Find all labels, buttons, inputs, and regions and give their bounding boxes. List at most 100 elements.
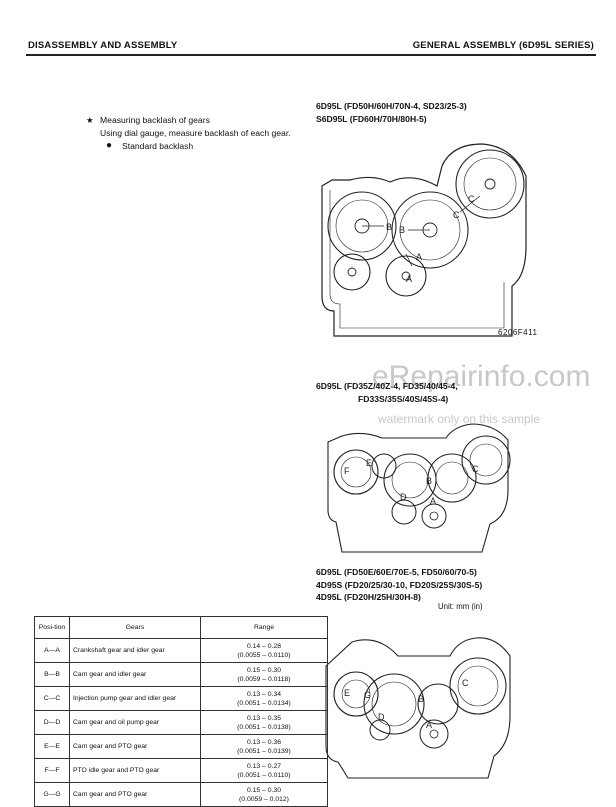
range-mm: 0.13 – 0.35 [246, 714, 281, 722]
cell-gears: Injection pump gear and idler gear [69, 686, 201, 711]
label-a: A [426, 720, 432, 730]
gear-labels-fig2: F E B C D A [344, 458, 479, 506]
label-c: C [462, 678, 469, 688]
cell-range: 0.13 – 0.35(0.0051 – 0.0138) [200, 710, 328, 735]
range-mm: 0.15 – 0.30 [246, 666, 281, 674]
cell-range: 0.15 – 0.30(0.0059 – 0.012) [200, 782, 328, 807]
label-d: D [378, 712, 385, 722]
star-mark: ★ [86, 115, 94, 125]
label-a: A [430, 496, 436, 506]
label-a-top: A [416, 252, 422, 262]
range-in: (0.0051 – 0.0139) [237, 747, 291, 755]
cell-range: 0.14 – 0.28(0.0055 – 0.0110) [200, 638, 328, 663]
note-title: Measuring backlash of gears [100, 115, 210, 125]
range-mm: 0.15 – 0.30 [246, 786, 281, 794]
label-d: D [400, 492, 407, 502]
label-b-left: B [386, 222, 392, 232]
model-caption-1: 6D95L (FD50H/60H/70N-4, SD23/25-3) S6D95… [316, 100, 467, 125]
cell-gears: Cam gear and PTO gear [69, 782, 201, 807]
gears-fig2 [333, 435, 511, 529]
header-gears: Gears [69, 616, 201, 639]
label-c: C [472, 464, 479, 474]
model-caption-3: 6D95L (FD50E/60E/70E-5, FD50/60/70-5) 4D… [316, 566, 482, 604]
cell-position: E—E [34, 734, 70, 759]
range-mm: 0.13 – 0.36 [246, 738, 281, 746]
gears-fig1 [327, 149, 525, 297]
header-rule [26, 54, 596, 56]
gear-train-diagram-1: B B C C A A [321, 143, 527, 337]
label-b-right: B [399, 225, 405, 235]
note-instruction: Using dial gauge, measure backlash of ea… [100, 128, 291, 138]
label-c-right: C [468, 194, 475, 204]
gear-train-diagram-3: G E B C D A [325, 637, 511, 779]
backlash-note: ★ Measuring backlash of gears Using dial… [86, 114, 291, 153]
model-caption-3-line1: 6D95L (FD50E/60E/70E-5, FD50/60/70-5) [316, 567, 477, 577]
header-left-title: DISASSEMBLY AND ASSEMBLY [28, 40, 178, 51]
label-c-left: C [453, 210, 460, 220]
cell-position: B—B [34, 662, 70, 687]
range-in: (0.0059 – 0.0118) [237, 675, 291, 683]
model-caption-3-line2: 4D95S (FD20/25/30-10, FD20S/25S/30S-5) [316, 579, 483, 590]
cell-range: 0.15 – 0.30(0.0059 – 0.0118) [200, 662, 328, 687]
cell-position: F—F [34, 758, 70, 783]
model-caption-2-line1: 6D95L (FD35Z/40Z-4, FD35/40/45-4, [316, 381, 458, 391]
cell-gears: Cam gear and idler gear [69, 662, 201, 687]
bullet-mark: ● [106, 140, 113, 151]
cell-position: C—C [34, 686, 70, 711]
cell-gears: PTO idle gear and PTO gear [69, 758, 201, 783]
range-mm: 0.13 – 0.27 [246, 762, 281, 770]
model-caption-2: 6D95L (FD35Z/40Z-4, FD35/40/45-4, FD33S/… [316, 380, 458, 405]
gear-labels-fig1: B B C C A A [386, 194, 475, 284]
cell-gears: Cam gear and PTO gear [69, 734, 201, 759]
unit-label: Unit: mm (in) [438, 602, 483, 611]
range-in: (0.0051 – 0.0110) [237, 771, 291, 779]
range-mm: 0.13 – 0.34 [246, 690, 281, 698]
label-f: F [344, 466, 350, 476]
model-caption-3-line3: 4D95L (FD20H/25H/30H-8) [316, 592, 421, 602]
model-caption-1-line1: 6D95L (FD50H/60H/70N-4, SD23/25-3) [316, 101, 467, 111]
label-b: B [426, 476, 432, 486]
header-position: Posi-tion [34, 616, 70, 639]
label-a-bottom: A [406, 274, 412, 284]
header-right-title: GENERAL ASSEMBLY (6D95L SERIES) [412, 40, 594, 51]
range-in: (0.0059 – 0.012) [239, 795, 289, 803]
bullet-text: Standard backlash [122, 141, 194, 151]
cell-range: 0.13 – 0.34(0.0051 – 0.0134) [200, 686, 328, 711]
cell-position: A—A [34, 638, 70, 663]
label-e: E [344, 688, 350, 698]
cell-range: 0.13 – 0.27(0.0051 – 0.0110) [200, 758, 328, 783]
cell-position: G—G [34, 782, 70, 807]
range-mm: 0.14 – 0.28 [246, 642, 281, 650]
gear-labels-fig3: G E B C D A [344, 678, 469, 730]
timing-case-outline-2 [327, 423, 509, 553]
model-caption-2-line2: FD33S/35S/40S/45S-4) [358, 393, 449, 404]
model-caption-1-line2: S6D95L (FD60H/70H/80H-5) [316, 113, 427, 124]
timing-case-outline [321, 143, 527, 337]
figure-number: 6206F411 [498, 328, 538, 337]
range-in: (0.0051 – 0.0134) [237, 699, 291, 707]
cell-range: 0.13 – 0.36(0.0051 – 0.0139) [200, 734, 328, 759]
gears-fig3 [333, 657, 507, 749]
header-range: Range [200, 616, 328, 639]
cell-gears: Cam gear and oil pump gear [69, 710, 201, 735]
cell-position: D—D [34, 710, 70, 735]
backlash-leaders-fig1 [362, 195, 481, 267]
watermark-sample: watermark only on this sample [378, 412, 541, 426]
gear-train-diagram-2: F E B C D A [327, 423, 511, 553]
range-in: (0.0055 – 0.0110) [237, 651, 291, 659]
watermark-site: eRepairinfo.com [372, 360, 591, 393]
range-in: (0.0051 – 0.0138) [237, 723, 291, 731]
label-b: B [418, 694, 424, 704]
table-header-row: Posi-tion Gears Range [34, 616, 328, 639]
timing-case-outline-3 [325, 637, 511, 779]
label-g: G [364, 690, 371, 700]
label-e: E [366, 458, 372, 468]
